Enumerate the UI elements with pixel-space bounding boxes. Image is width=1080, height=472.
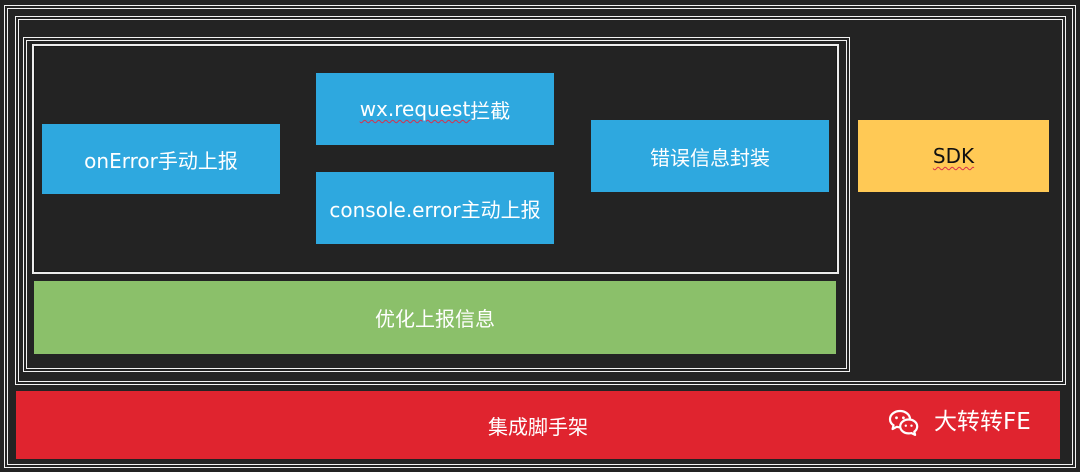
- integrate-scaffold-box: 集成脚手架: [16, 391, 1060, 459]
- reporting-frame: [23, 37, 850, 372]
- wx-request-suffix: 拦截: [470, 98, 511, 123]
- error-wrapper-box: 错误信息封装: [591, 120, 829, 192]
- console-error-report-box: console.error主动上报: [316, 172, 554, 244]
- integrate-scaffold-label: 集成脚手架: [488, 414, 588, 439]
- sdk-frame: [15, 16, 1066, 385]
- outer-frame: [4, 5, 1076, 468]
- error-wrapper-label: 错误信息封装: [650, 145, 770, 170]
- optimize-report-box: 优化上报信息: [34, 281, 836, 354]
- onerror-report-label: onError手动上报: [84, 148, 238, 173]
- wx-request-prefix: wx.request: [359, 97, 471, 121]
- brand-watermark: 大转转FE: [934, 409, 1031, 435]
- sdk-box: SDK: [858, 120, 1049, 192]
- console-error-report-label: console.error主动上报: [329, 197, 541, 222]
- sdk-label: SDK: [932, 144, 975, 168]
- optimize-report-label: 优化上报信息: [375, 307, 495, 331]
- wechat-icon: [888, 409, 919, 436]
- capture-frame: [32, 44, 839, 274]
- onerror-report-box: onError手动上报: [42, 124, 280, 194]
